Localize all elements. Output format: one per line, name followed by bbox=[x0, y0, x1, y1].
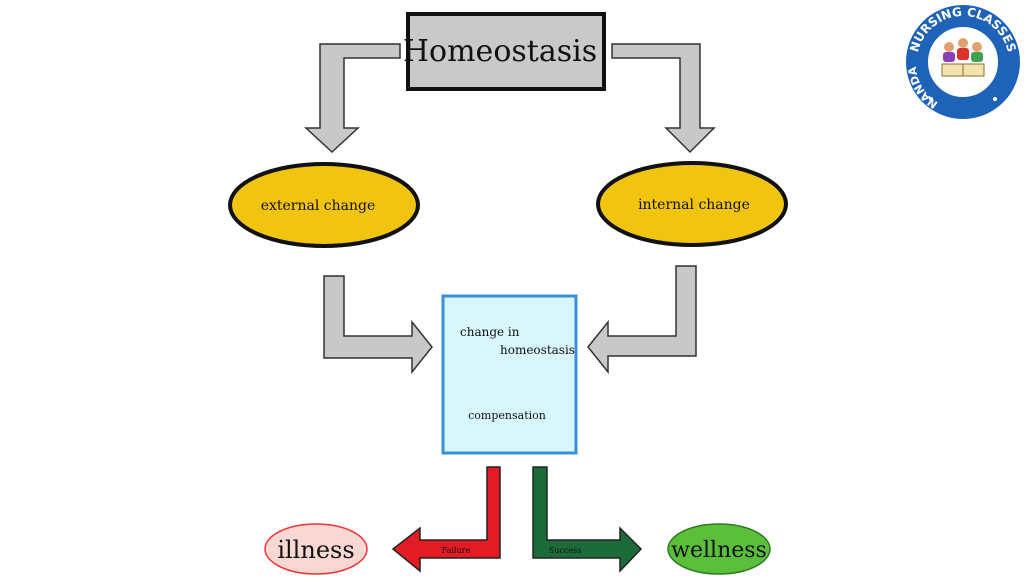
failure-label: Failure bbox=[442, 546, 471, 555]
external-change-node: external change bbox=[228, 162, 420, 248]
arrow-external-to-center bbox=[323, 275, 433, 375]
illness-label: illness bbox=[277, 536, 354, 564]
success-arrow: Success bbox=[532, 466, 643, 573]
title-text: Homeostasis bbox=[403, 34, 597, 69]
external-change-label: external change bbox=[261, 198, 376, 214]
center-line3: compensation bbox=[468, 409, 546, 422]
wellness-node: wellness bbox=[667, 523, 771, 575]
nanda-logo: NURSING CLASSES NANDA bbox=[904, 3, 1022, 121]
arrow-title-to-external bbox=[304, 43, 401, 154]
internal-change-node: internal change bbox=[596, 161, 788, 247]
center-line2: homeostasis bbox=[500, 343, 575, 357]
arrow-title-to-internal bbox=[611, 43, 716, 154]
logo-students-icon bbox=[941, 38, 985, 77]
title-node: Homeostasis bbox=[403, 12, 606, 91]
arrow-internal-to-center bbox=[587, 265, 697, 375]
illness-node: illness bbox=[264, 523, 368, 575]
center-node: change in homeostasis compensation bbox=[441, 294, 578, 455]
center-line1: change in bbox=[460, 325, 520, 339]
success-label: Success bbox=[549, 546, 582, 555]
failure-arrow: Failure bbox=[391, 466, 501, 573]
internal-change-label: internal change bbox=[638, 197, 750, 213]
wellness-label: wellness bbox=[671, 538, 767, 563]
